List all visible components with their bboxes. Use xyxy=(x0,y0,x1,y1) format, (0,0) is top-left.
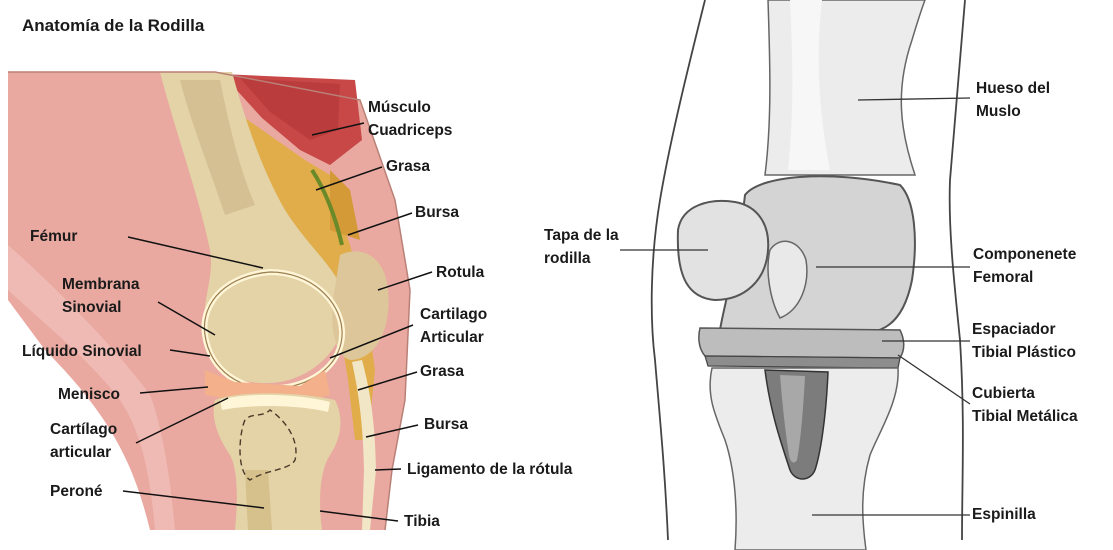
label-tibia: Tibia xyxy=(404,510,440,533)
label-espinilla: Espinilla xyxy=(972,503,1036,526)
knee-implant-illustration xyxy=(652,0,965,550)
label-perone: Peroné xyxy=(50,480,103,503)
label-rotula: Rotula xyxy=(436,261,484,284)
label-grasa-top: Grasa xyxy=(386,155,430,178)
label-ligamento-rotula: Ligamento de la rótula xyxy=(407,458,572,481)
label-bursa-top: Bursa xyxy=(415,201,459,224)
label-bursa-bottom: Bursa xyxy=(424,413,468,436)
label-liquido-sinovial: Líquido Sinovial xyxy=(22,340,142,363)
label-femur: Fémur xyxy=(30,225,77,248)
label-grasa-bottom: Grasa xyxy=(420,360,464,383)
figure-title: Anatomía de la Rodilla xyxy=(22,16,204,36)
label-menisco: Menisco xyxy=(58,383,120,406)
